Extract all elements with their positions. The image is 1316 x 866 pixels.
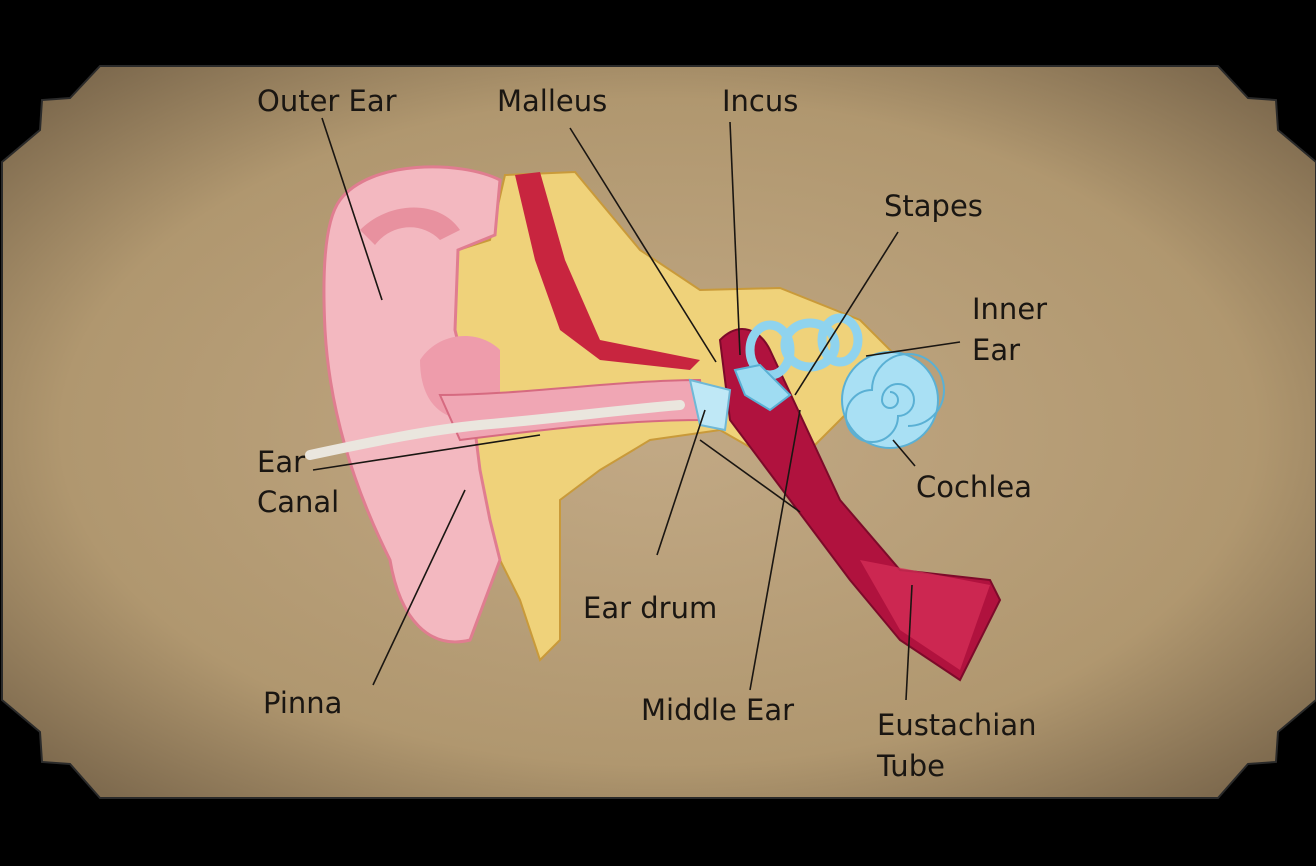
label-outer-ear: Outer Ear	[257, 84, 397, 118]
label-inner-ear-line1: Inner	[972, 292, 1047, 326]
label-pinna: Pinna	[263, 686, 342, 720]
label-ear-canal-line2: Canal	[257, 485, 339, 519]
leader-lines	[312, 117, 961, 701]
label-stapes: Stapes	[884, 189, 983, 223]
label-malleus: Malleus	[497, 84, 607, 118]
pinna-shape	[322, 165, 502, 644]
cochlea-shape	[841, 351, 945, 449]
label-ear-canal-line1: Ear	[257, 445, 305, 479]
label-inner-ear-line2: Ear	[972, 333, 1020, 367]
label-cochlea: Cochlea	[916, 470, 1032, 504]
label-eustachian-tube-line2: Tube	[876, 749, 945, 783]
label-middle-ear: Middle Ear	[641, 693, 794, 727]
label-ear-drum: Ear drum	[583, 591, 717, 625]
ear-illustration	[305, 165, 1002, 682]
ear-drum-shape	[688, 378, 732, 432]
label-eustachian-tube-line1: Eustachian	[877, 708, 1037, 742]
label-incus: Incus	[722, 84, 798, 118]
